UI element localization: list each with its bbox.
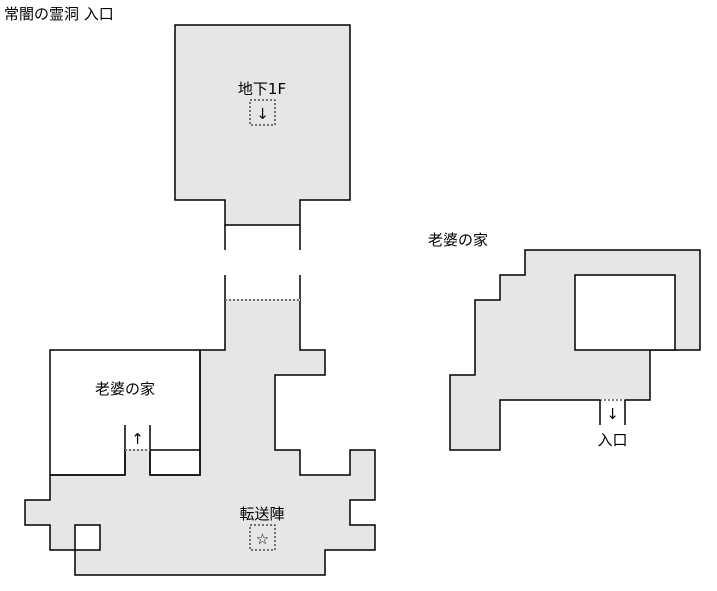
stairs-room: 地下1F ↓ — [174, 24, 351, 250]
star-icon: ☆ — [256, 530, 269, 548]
teleport-circle[interactable]: 転送陣 ☆ — [239, 505, 285, 551]
house-right-map: 老婆の家 ↓ 入口 — [428, 231, 701, 451]
stairs-label: 地下1F — [238, 80, 286, 98]
arrow-down-icon: ↓ — [256, 105, 269, 123]
teleport-marker[interactable] — [249, 524, 276, 551]
pillar — [74, 524, 101, 551]
arrow-up-icon: ↑ — [131, 430, 144, 448]
house-left: 老婆の家 ↑ — [49, 349, 201, 476]
house-right-label: 老婆の家 — [428, 231, 488, 249]
house-left-label: 老婆の家 — [95, 380, 155, 398]
arrow-down-icon: ↓ — [606, 405, 619, 423]
entrance-label: 入口 — [597, 431, 627, 449]
teleport-label: 転送陣 — [239, 505, 284, 523]
inner-room — [574, 274, 676, 351]
map-title: 常闇の霊洞 入口 — [4, 5, 114, 23]
stairs-marker[interactable] — [249, 99, 276, 126]
